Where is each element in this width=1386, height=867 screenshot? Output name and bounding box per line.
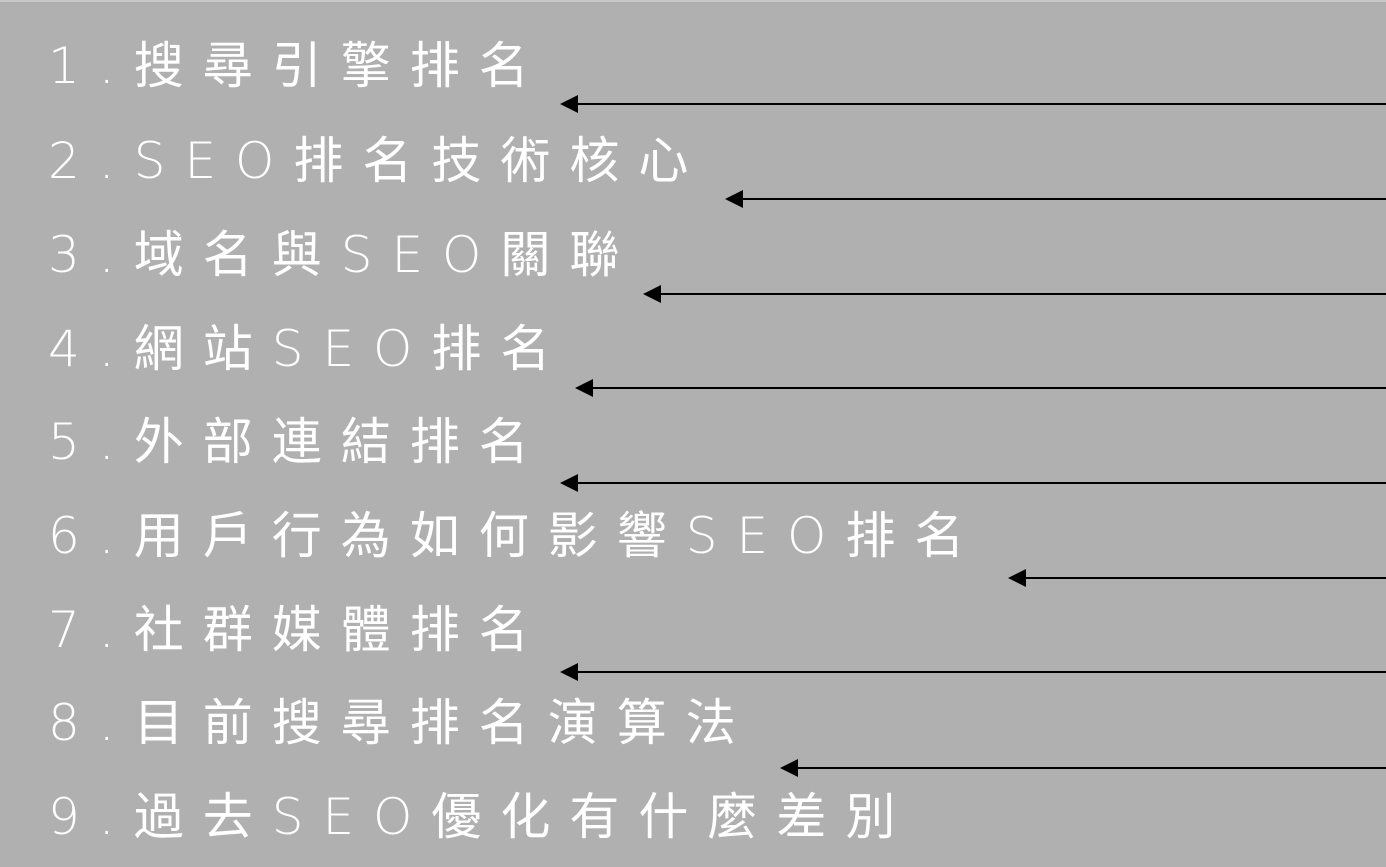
list-item-1: 1.搜尋引擎排名 <box>48 37 548 95</box>
arrow-8 <box>780 759 1386 777</box>
arrow-head-icon <box>725 190 743 208</box>
list-item-5: 5.外部連結排名 <box>48 413 548 471</box>
list-item-6: 6.用戶行為如何影響SEO排名 <box>48 507 984 565</box>
arrow-2 <box>725 190 1386 208</box>
arrow-head-icon <box>1008 569 1026 587</box>
arrow-head-icon <box>780 759 798 777</box>
list-item-7: 7.社群媒體排名 <box>48 601 548 659</box>
arrow-4 <box>575 379 1386 397</box>
arrow-3 <box>643 285 1386 303</box>
list-item-9: 9.過去SEO優化有什麼差別 <box>48 788 915 846</box>
arrow-head-icon <box>560 474 578 492</box>
arrow-head-icon <box>643 285 661 303</box>
list-item-3: 3.域名與SEO關聯 <box>48 226 639 284</box>
arrow-1 <box>560 95 1386 113</box>
list-item-8: 8.目前搜尋排名演算法 <box>48 694 755 752</box>
arrow-head-icon <box>560 95 578 113</box>
list-item-2: 2.SEO排名技術核心 <box>48 132 708 190</box>
arrow-head-icon <box>575 379 593 397</box>
arrow-6 <box>1008 569 1386 587</box>
arrow-head-icon <box>560 663 578 681</box>
list-item-4: 4.網站SEO排名 <box>48 320 570 378</box>
arrow-7 <box>560 663 1386 681</box>
arrow-5 <box>560 474 1386 492</box>
